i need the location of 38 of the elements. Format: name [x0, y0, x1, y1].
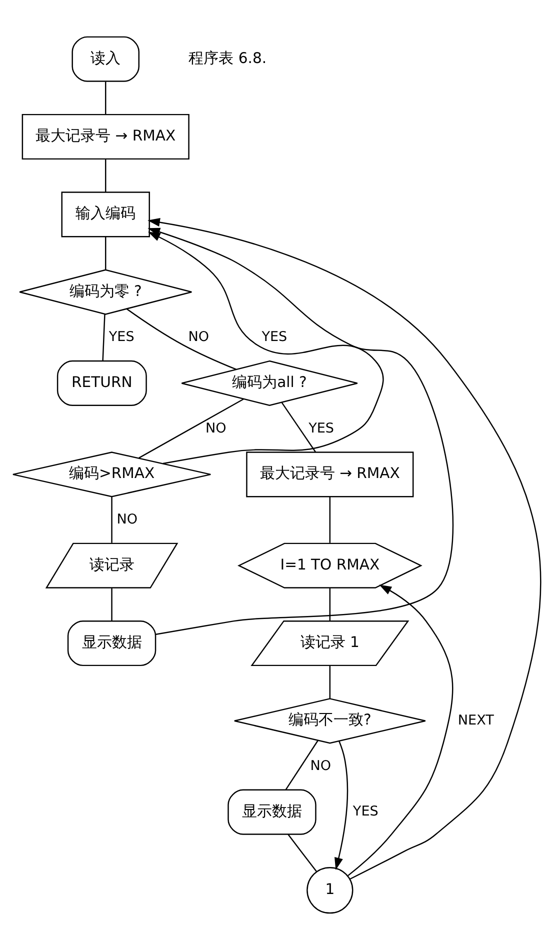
connector: [111, 496, 112, 543]
node-box: 显示数据: [228, 789, 316, 835]
node-box: 最大记录号 → RMAX: [246, 452, 414, 498]
node-circle: 1: [306, 866, 354, 914]
connector: [288, 834, 318, 872]
node-box: 读入: [72, 36, 140, 82]
node-diamond: 编码不一致?: [234, 698, 426, 744]
edge-label: NEXT: [458, 712, 494, 728]
connector: [126, 308, 236, 370]
edge-label: YES: [262, 329, 288, 346]
connector: [102, 314, 106, 361]
node-diamond: 编码为all ?: [181, 360, 358, 406]
arrow: [334, 741, 348, 870]
connector: [281, 402, 316, 452]
edge-label: NO: [188, 329, 210, 346]
node-box: 输入编码: [61, 192, 150, 238]
node-box: 显示数据: [67, 620, 156, 666]
connector: [138, 398, 244, 458]
node-diamond: 编码为零 ?: [19, 269, 192, 315]
connector: [329, 588, 331, 621]
connector: [105, 236, 106, 270]
edge-label: YES: [308, 420, 334, 436]
edge-label: NO: [310, 758, 332, 774]
label: 程序表 6.8.: [188, 50, 267, 67]
connector: [105, 82, 106, 114]
node-box: 最大记录号 → RMAX: [22, 114, 190, 160]
arrow: [348, 584, 454, 876]
connector: [105, 159, 106, 192]
connector: [285, 740, 318, 790]
edge-label: NO: [206, 420, 226, 436]
edge-label: YES: [352, 804, 378, 820]
connector: [329, 496, 331, 543]
connector: [111, 588, 112, 621]
edge-label: NO: [116, 511, 138, 528]
edge-label: YES: [108, 329, 134, 346]
node-box: RETURN: [56, 360, 147, 406]
node-diamond: 编码>RMAX: [12, 452, 212, 498]
connector: [329, 666, 331, 699]
